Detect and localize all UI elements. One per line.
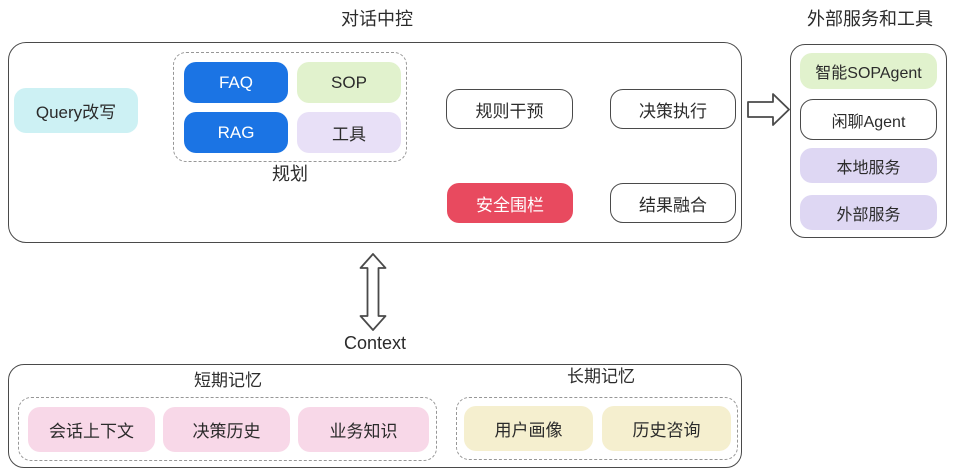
node-history-consult: 历史咨询 <box>602 406 731 451</box>
node-local-service: 本地服务 <box>800 148 937 183</box>
node-rule-intervention: 规则干预 <box>446 89 573 129</box>
node-rag: RAG <box>184 112 288 153</box>
node-decision-execution: 决策执行 <box>610 89 736 129</box>
node-query-rewrite: Query改写 <box>14 88 138 133</box>
long-term-group <box>456 397 738 460</box>
node-user-profile: 用户画像 <box>464 406 593 451</box>
short-term-title: 短期记忆 <box>194 371 262 390</box>
node-tool: 工具 <box>297 112 401 153</box>
planning-group <box>173 52 407 162</box>
node-sop: SOP <box>297 62 401 103</box>
hollow-arrow-context <box>359 253 387 331</box>
node-faq: FAQ <box>184 62 288 103</box>
node-sop-agent: 智能SOPAgent <box>800 53 937 89</box>
planning-label: 规划 <box>272 164 308 184</box>
node-business-knowledge: 业务知识 <box>298 407 429 452</box>
node-safety-fence: 安全围栏 <box>447 183 573 223</box>
node-decision-history: 决策历史 <box>163 407 290 452</box>
node-external-service: 外部服务 <box>800 195 937 230</box>
hollow-arrow-to-external <box>747 93 790 126</box>
long-term-title: 长期记忆 <box>567 367 635 386</box>
control-box-title: 对话中控 <box>341 9 413 29</box>
context-label: Context <box>343 333 407 353</box>
short-term-group <box>18 397 437 461</box>
node-session-context: 会话上下文 <box>28 407 155 452</box>
external-panel-title: 外部服务和工具 <box>807 9 933 29</box>
node-result-fusion: 结果融合 <box>610 183 736 223</box>
node-chat-agent: 闲聊Agent <box>800 99 937 140</box>
